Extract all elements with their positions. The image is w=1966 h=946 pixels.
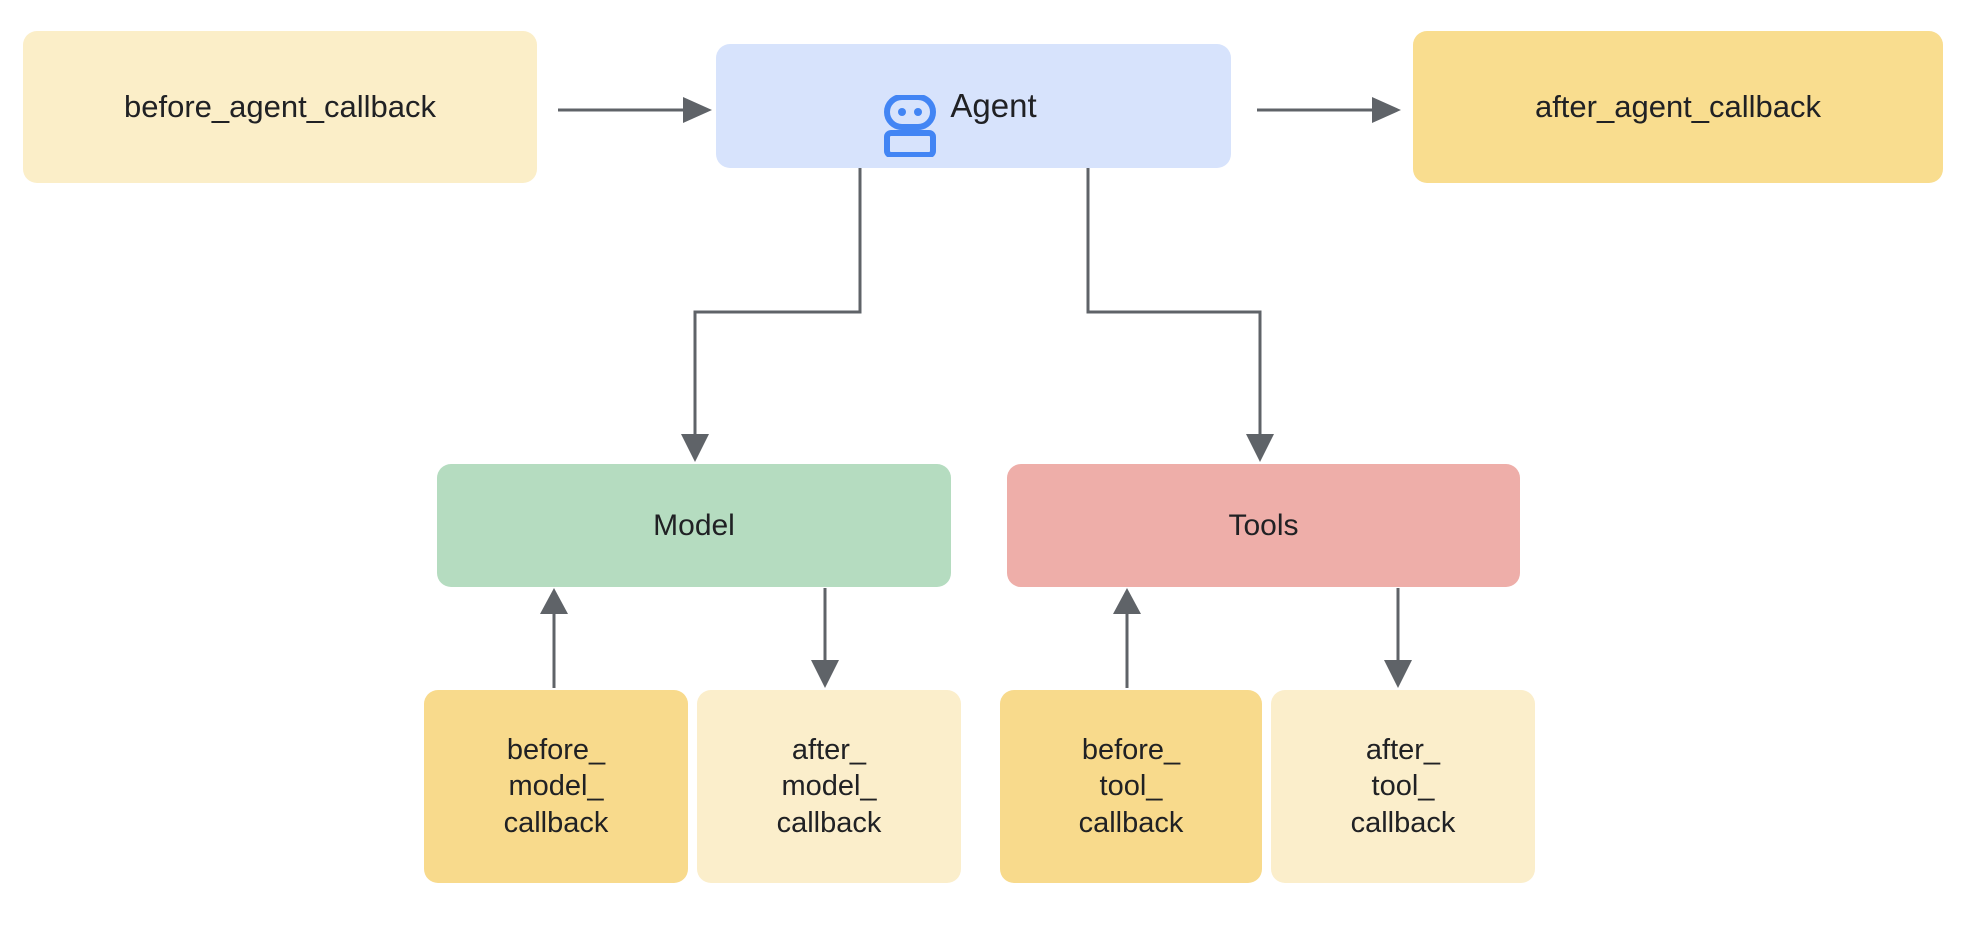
edge-before-tool-to-tools: [1113, 588, 1141, 688]
node-agent[interactable]: Agent: [716, 44, 1231, 168]
node-label: before_ model_ callback: [503, 733, 609, 839]
node-label: after_agent_callback: [1534, 89, 1822, 125]
edge-tools-to-after-tool: [1384, 588, 1412, 688]
robot-icon: [884, 75, 937, 159]
node-before-model-callback[interactable]: before_ model_ callback: [424, 690, 688, 883]
edge-model-to-after-model: [811, 588, 839, 688]
node-after-agent-callback[interactable]: after_agent_callback: [1413, 31, 1943, 183]
node-after-tool-callback[interactable]: after_ tool_ callback: [1271, 690, 1535, 883]
edge-agent-to-after-agent: [1257, 97, 1401, 123]
edge-before-agent-to-agent: [558, 97, 712, 123]
edge-agent-to-tools: [1086, 168, 1274, 462]
node-label: before_agent_callback: [124, 89, 436, 125]
node-label: Model: [653, 508, 735, 542]
node-model[interactable]: Model: [437, 464, 951, 587]
node-before-tool-callback[interactable]: before_ tool_ callback: [1000, 690, 1262, 883]
edge-before-model-to-model: [540, 588, 568, 688]
node-before-agent-callback[interactable]: before_agent_callback: [23, 31, 537, 183]
node-label: before_ tool_ callback: [1078, 733, 1184, 839]
node-label: Tools: [1228, 508, 1299, 542]
node-label: after_ tool_ callback: [1350, 733, 1456, 839]
node-label: after_ model_ callback: [776, 733, 882, 839]
edge-agent-to-model: [681, 168, 862, 462]
node-label: Agent: [950, 87, 1037, 125]
node-after-model-callback[interactable]: after_ model_ callback: [697, 690, 961, 883]
node-tools[interactable]: Tools: [1007, 464, 1520, 587]
